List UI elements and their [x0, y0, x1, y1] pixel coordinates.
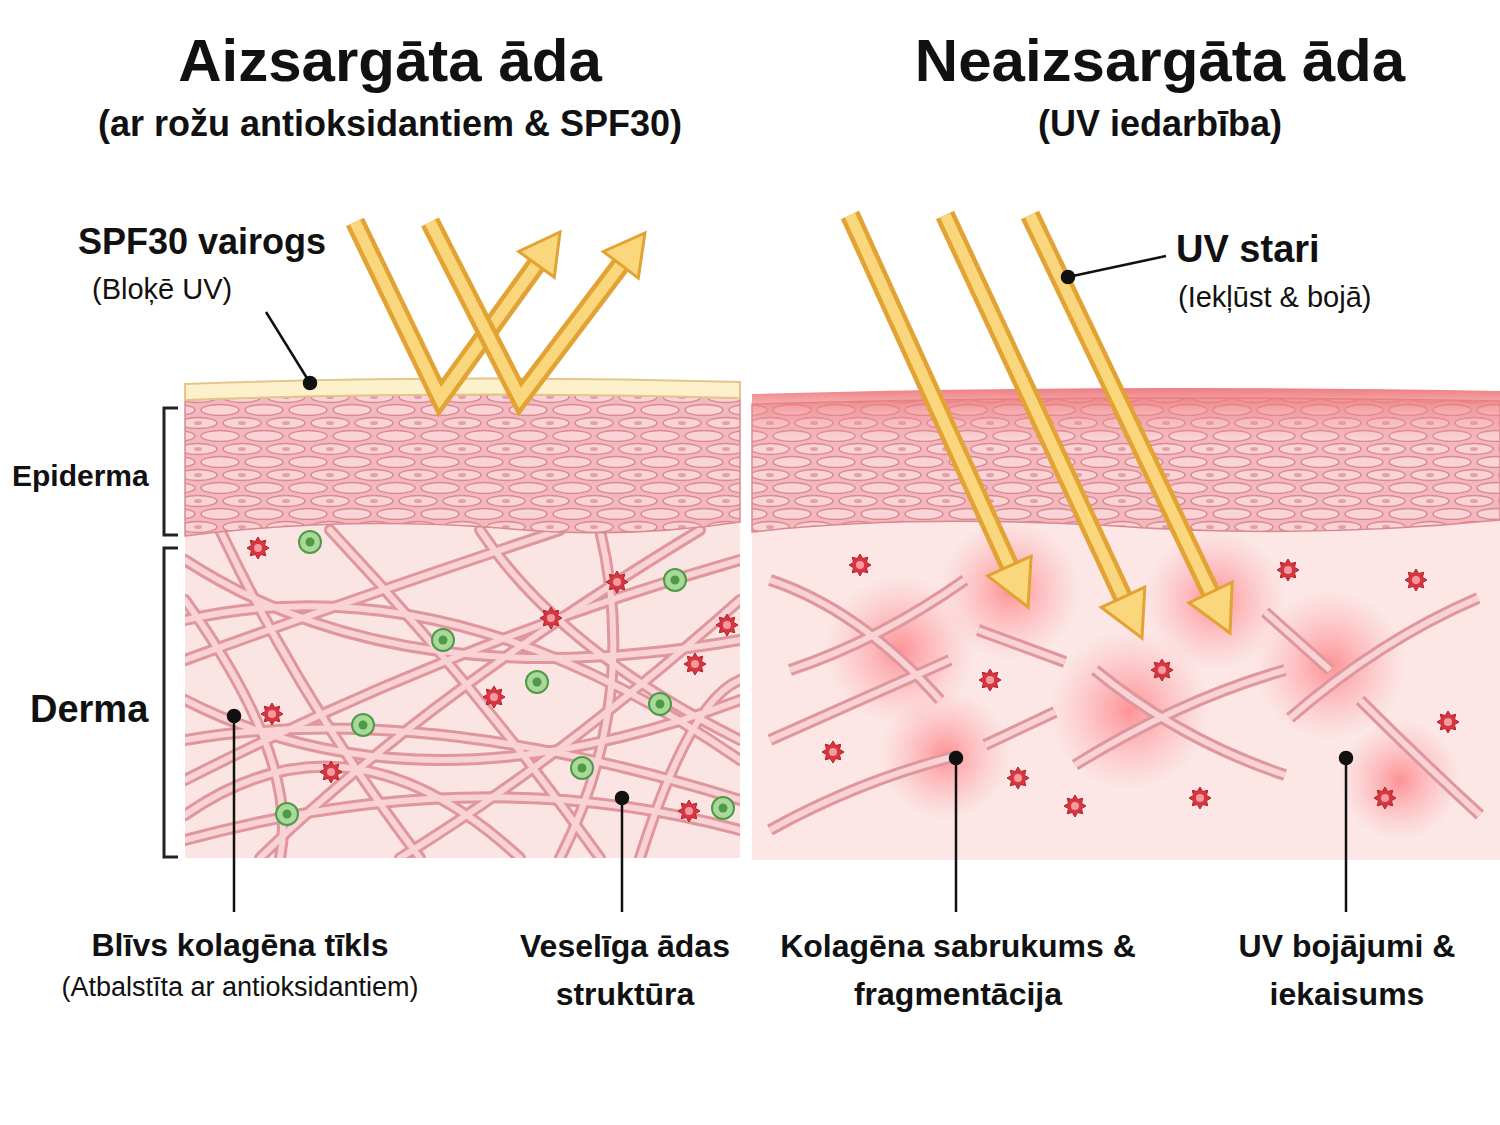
- epidermis-layer: [185, 394, 740, 536]
- leader-line: [228, 710, 240, 722]
- free-radical: [1189, 787, 1211, 809]
- part-label: SPF30 vairogs: [78, 220, 326, 264]
- leader-line: [950, 752, 962, 764]
- collagen-network: [185, 530, 740, 858]
- leader-line: [1340, 752, 1352, 764]
- broken-collagen: [770, 580, 1480, 830]
- antioxidant-dot: [276, 531, 734, 825]
- protected-skin: [185, 378, 740, 858]
- panel-heading: Neaizsargāta āda(UV iedarbība): [830, 22, 1490, 148]
- free-radical: [1437, 711, 1459, 733]
- leader-line: [955, 758, 958, 912]
- uv-penetrating-arrows: [988, 556, 1032, 607]
- panel-heading: Aizsargāta āda(ar rožu antioksidantiem &…: [20, 22, 760, 148]
- layer-bracket: [164, 408, 178, 857]
- free-radical: [1064, 795, 1086, 817]
- uv-penetrating-arrows: [1030, 215, 1211, 592]
- uv-penetrating-arrows: [945, 215, 1123, 597]
- uv-penetrating-arrows: [945, 215, 1123, 597]
- panel-subtitle: (UV iedarbība): [830, 100, 1490, 148]
- leader-line: [1068, 256, 1166, 277]
- uv-reflected-arrows: [430, 222, 621, 398]
- uv-reflected-arrows: [355, 222, 645, 398]
- free-radical: [540, 607, 562, 629]
- antioxidant-dot: [432, 629, 454, 651]
- part-note: (Bloķē UV): [92, 270, 232, 308]
- free-radical: [822, 554, 1459, 817]
- antioxidant-dot: [526, 671, 548, 693]
- free-radical: [1007, 767, 1029, 789]
- broken-collagen: [770, 580, 1480, 830]
- free-radical: [606, 571, 628, 593]
- broken-collagen: [770, 580, 1480, 830]
- free-radical: [247, 537, 269, 559]
- free-radical: [684, 653, 706, 675]
- leader-line: [1345, 758, 1348, 912]
- free-radical: [320, 761, 342, 783]
- free-radical: [716, 614, 738, 636]
- antioxidant-dot: [649, 693, 671, 715]
- antioxidant-dot: [664, 569, 686, 591]
- callout-label: Veselīga ādas struktūra: [490, 922, 760, 1018]
- layer-bracket: [164, 548, 178, 857]
- leader-line: [304, 377, 316, 389]
- free-radical: [979, 669, 1001, 691]
- unprotected-skin: [752, 388, 1500, 860]
- free-radical: [678, 800, 700, 822]
- uv-penetrating-arrows: [850, 215, 1232, 638]
- uv-reflected-arrows: [519, 232, 560, 277]
- part-note: (Iekļūst & bojā): [1178, 278, 1371, 316]
- uv-reflected-arrows: [430, 222, 621, 398]
- leader-line: [228, 256, 1352, 912]
- collagen-network: [185, 530, 740, 858]
- antioxidant-dot: [571, 757, 593, 779]
- leader-line: [233, 716, 236, 912]
- free-radical: [822, 741, 844, 763]
- free-radical: [849, 554, 871, 576]
- antioxidant-dot: [276, 803, 298, 825]
- leader-line: [616, 792, 628, 804]
- uv-penetrating-arrows: [850, 215, 1009, 566]
- free-radical: [1277, 559, 1299, 581]
- uv-reflected-arrows: [603, 233, 645, 278]
- panel-title: Neaizsargāta āda: [830, 22, 1490, 100]
- callout-label: Kolagēna sabrukums & fragmentācija: [778, 922, 1138, 1018]
- free-radical: [247, 537, 738, 822]
- layer-label: Derma: [30, 686, 148, 732]
- callout-note: (Atbalstīta ar antioksidantiem): [10, 968, 470, 1006]
- protected-skin: [185, 515, 740, 858]
- free-radical: [1151, 659, 1173, 681]
- uv-penetrating-arrows: [1030, 215, 1211, 592]
- free-radical: [1405, 569, 1427, 591]
- antioxidant-dot: [712, 797, 734, 819]
- leader-line: [1062, 271, 1074, 283]
- unprotected-skin: [752, 515, 1500, 860]
- leader-line: [266, 312, 310, 383]
- part-label: UV stari: [1176, 226, 1320, 272]
- callout-label: UV bojājumi & iekaisums: [1217, 922, 1477, 1018]
- uv-penetrating-arrows: [850, 215, 1009, 566]
- leader-line: [621, 798, 624, 912]
- layer-label: Epiderma: [12, 456, 149, 496]
- uv-penetrating-arrows: [1101, 587, 1145, 638]
- panel-title: Aizsargāta āda: [20, 22, 760, 100]
- antioxidant-dot: [352, 714, 374, 736]
- uv-penetrating-arrows: [1189, 582, 1232, 633]
- layer-bracket: [164, 408, 178, 535]
- free-radical: [261, 703, 283, 725]
- panel-subtitle: (ar rožu antioksidantiem & SPF30): [20, 100, 760, 148]
- free-radical: [1374, 787, 1396, 809]
- free-radical: [483, 686, 505, 708]
- callout-label: Blīvs kolagēna tīkls: [10, 922, 470, 968]
- antioxidant-dot: [299, 531, 321, 553]
- collagen-network: [185, 530, 740, 858]
